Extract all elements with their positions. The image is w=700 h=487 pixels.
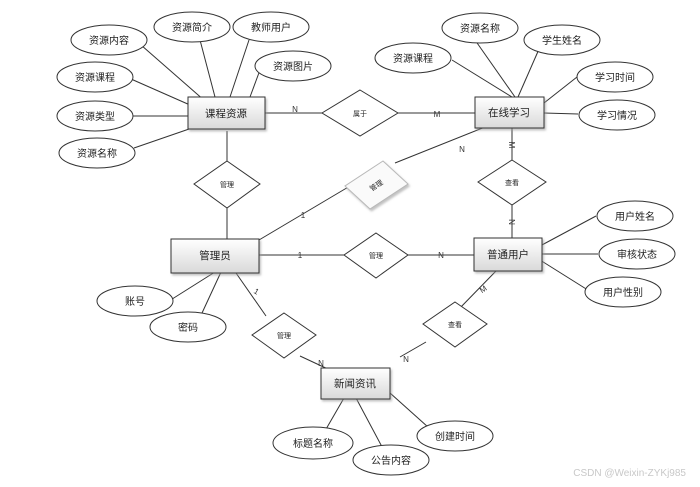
attribute-label: 资源内容 [89, 34, 129, 47]
attr-online-resource-course: 资源课程 [374, 42, 452, 74]
attribute-label: 资源类型 [75, 110, 115, 123]
attribute-label: 标题名称 [293, 437, 333, 450]
attribute-label: 账号 [125, 296, 145, 308]
entity-administrator: 管理员 [170, 238, 260, 274]
attribute-label: 教师用户 [251, 21, 291, 34]
attr-study-status: 学习情况 [578, 99, 656, 131]
entity-label: 新闻资讯 [334, 377, 376, 390]
attr-teacher-user: 教师用户 [232, 11, 310, 43]
attr-user-gender: 用户性别 [584, 276, 662, 308]
watermark: CSDN @Weixin-ZYKj985 [573, 468, 686, 479]
card-admin-manage-news: 1 [252, 287, 261, 297]
attribute-label: 创建时间 [435, 430, 475, 443]
relationship-manage-news: 管理 [251, 312, 317, 359]
attr-online-resource-name: 资源名称 [441, 12, 519, 44]
attribute-label: 用户姓名 [615, 210, 655, 223]
entity-online-learning: 在线学习 [474, 96, 545, 129]
relationship-label: 管理 [369, 251, 383, 260]
relationship-label: 查看 [505, 178, 519, 187]
entity-label: 课程资源 [205, 107, 247, 120]
attribute-label: 资源课程 [75, 71, 115, 84]
attr-resource-content: 资源内容 [70, 24, 148, 56]
entity-label: 管理员 [199, 249, 231, 262]
attr-user-name: 用户姓名 [596, 200, 674, 232]
attribute-label: 学生姓名 [542, 34, 582, 47]
attribute-label: 公告内容 [371, 454, 411, 467]
attribute-label: 学习时间 [595, 71, 635, 84]
relationship-manage-user: 管理 [343, 232, 409, 279]
entity-label: 普通用户 [487, 248, 529, 261]
card-online-belong: M [434, 110, 441, 119]
card-course-belong: N [292, 105, 298, 114]
entity-regular-user: 普通用户 [473, 237, 543, 272]
attr-review-status: 审核状态 [598, 238, 676, 270]
attr-create-time: 创建时间 [416, 420, 494, 452]
card-news-manage: N [318, 359, 324, 368]
attr-student-name: 学生姓名 [523, 24, 601, 56]
card-online-manage: N [459, 145, 465, 154]
attr-resource-type: 资源类型 [56, 100, 134, 132]
attr-resource-intro: 资源简介 [153, 11, 231, 43]
relationship-view-news: 查看 [422, 301, 488, 348]
card-admin-manage-user: 1 [298, 251, 303, 260]
attr-study-time: 学习时间 [576, 61, 654, 93]
card-user-learn: N [507, 219, 516, 225]
entity-label: 在线学习 [488, 106, 530, 119]
relationship-label: 查看 [448, 320, 462, 329]
attribute-label: 用户性别 [603, 286, 643, 299]
card-user-view-news: M [478, 284, 489, 295]
relationship-manage-online: 管理 [344, 160, 409, 210]
relationship-belong: 属于 [321, 89, 399, 137]
card-news-view: N [403, 355, 409, 364]
relationship-label: 属于 [353, 110, 367, 118]
card-user-manage: N [438, 251, 444, 260]
relationship-label: 管理 [277, 331, 291, 340]
attribute-label: 资源课程 [393, 52, 433, 65]
connector-lines [130, 39, 598, 461]
attribute-label: 资源名称 [77, 147, 117, 160]
attribute-label: 学习情况 [597, 109, 637, 122]
card-online-learn: M [507, 142, 516, 149]
attr-account: 账号 [96, 285, 174, 317]
relationship-manage-course: 管理 [193, 160, 261, 209]
entity-news: 新闻资讯 [320, 367, 391, 400]
attribute-label: 资源名称 [460, 22, 500, 35]
attr-resource-course: 资源课程 [56, 61, 134, 93]
attribute-label: 资源图片 [273, 60, 313, 73]
cardinality-labels: N M 1 N M N 1 N 1 N M N [252, 105, 516, 368]
attr-resource-image: 资源图片 [254, 50, 332, 82]
card-admin-manage-online: 1 [301, 211, 306, 220]
entity-course-resource: 课程资源 [187, 96, 266, 130]
attribute-label: 审核状态 [617, 248, 657, 261]
attribute-label: 资源简介 [172, 21, 212, 34]
attr-title-name: 标题名称 [272, 426, 354, 460]
attr-notice-content: 公告内容 [352, 444, 430, 476]
relationship-label: 管理 [220, 180, 234, 189]
attr-password: 密码 [149, 311, 227, 343]
attribute-label: 密码 [178, 321, 198, 334]
relationship-learn: 查看 [477, 159, 547, 206]
attr-resource-name: 资源名称 [58, 137, 136, 169]
